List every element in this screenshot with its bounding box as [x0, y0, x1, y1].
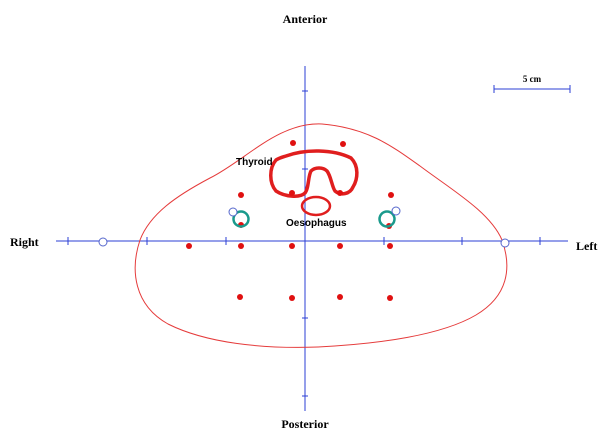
dose-point: [388, 192, 394, 198]
scale-bar-label: 5 cm: [523, 74, 542, 84]
scale-bar: 5 cm: [494, 74, 570, 93]
dose-point: [289, 190, 295, 196]
posterior-label: Posterior: [281, 417, 329, 431]
oesophagus-contour: [302, 197, 330, 215]
dose-point: [337, 294, 343, 300]
marker-circle: [501, 239, 509, 247]
thyroid-contour: [271, 151, 357, 196]
marker-circle: [99, 238, 107, 246]
dose-point: [238, 192, 244, 198]
left-label: Left: [576, 239, 597, 253]
marker-circle: [392, 207, 400, 215]
dose-point: [289, 243, 295, 249]
axes: [56, 66, 568, 411]
dose-point: [290, 140, 296, 146]
right-label: Right: [10, 235, 39, 249]
dose-point: [387, 243, 393, 249]
thyroid-label: Thyroid: [236, 157, 273, 168]
anterior-label: Anterior: [283, 12, 328, 26]
marker-circle: [229, 208, 237, 216]
body-outline: [135, 124, 507, 347]
dose-point: [337, 190, 343, 196]
dose-point: [237, 294, 243, 300]
dose-point: [340, 141, 346, 147]
dose-point: [387, 295, 393, 301]
dose-point: [238, 243, 244, 249]
dose-point: [337, 243, 343, 249]
dose-point: [289, 295, 295, 301]
dose-point: [186, 243, 192, 249]
oesophagus-label: Oesophagus: [286, 218, 347, 229]
